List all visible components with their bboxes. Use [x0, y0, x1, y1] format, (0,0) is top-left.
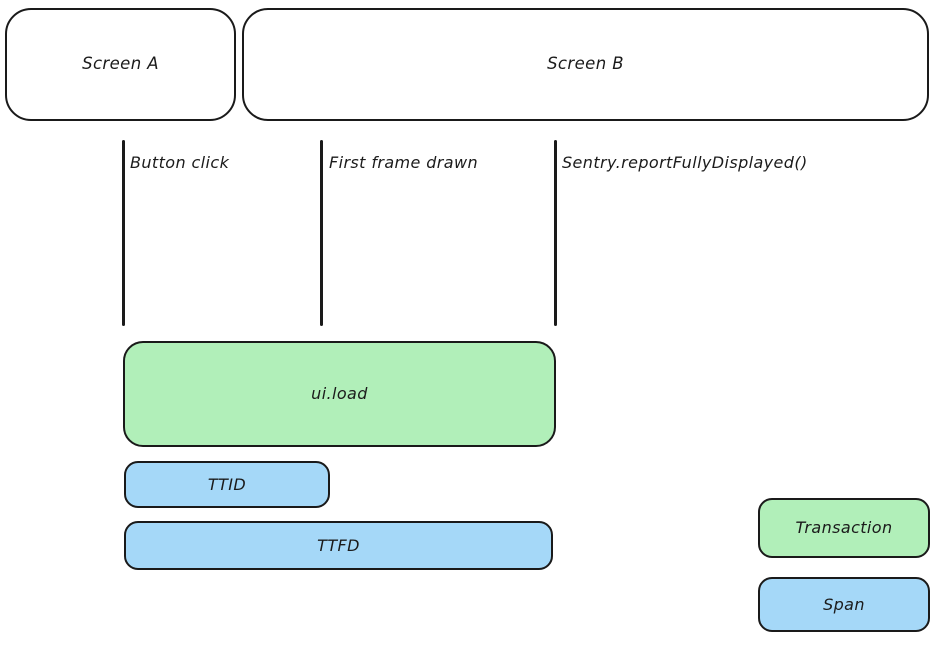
marker-line-report-fully-displayed	[554, 140, 557, 326]
screen-box-b: Screen B	[242, 8, 929, 121]
legend-label-span: Span	[823, 594, 865, 614]
marker-line-button-click	[122, 140, 125, 326]
marker-line-first-frame-drawn	[320, 140, 323, 326]
marker-label-report-fully-displayed: Sentry.reportFullyDisplayed()	[562, 153, 808, 172]
bar-ui-load-label: ui.load	[311, 384, 368, 403]
marker-label-button-click: Button click	[130, 153, 230, 172]
marker-label-first-frame-drawn: First frame drawn	[329, 153, 479, 172]
bar-ttfd: TTFD	[124, 521, 553, 570]
screen-a-label: Screen A	[82, 54, 159, 74]
bar-ttid-label: TTID	[207, 474, 247, 494]
screen-box-a: Screen A	[5, 8, 236, 121]
bar-ui-load: ui.load	[123, 341, 556, 447]
legend-item-span: Span	[758, 577, 930, 632]
bar-ttid: TTID	[124, 461, 330, 508]
screen-b-label: Screen B	[547, 54, 624, 74]
legend-item-transaction: Transaction	[758, 498, 930, 558]
legend-label-transaction: Transaction	[795, 518, 893, 537]
bar-ttfd-label: TTFD	[317, 535, 360, 555]
